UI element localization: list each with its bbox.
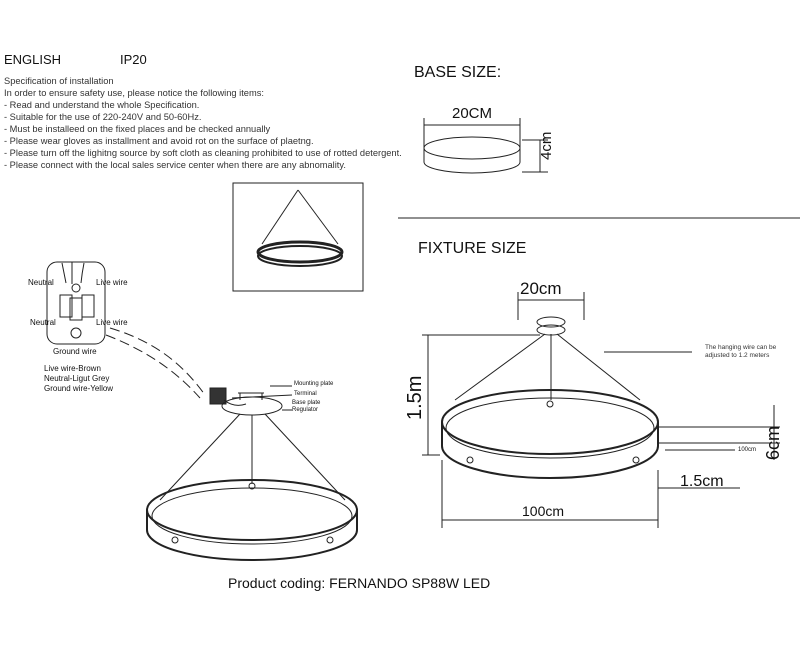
spec-item: - Please turn off the lighitng source by… (4, 148, 402, 158)
ring-depth: 1.5cm (680, 473, 724, 490)
legend-item: Live wire-Brown (44, 364, 101, 373)
spec-title: Specification of installation (4, 76, 114, 86)
fixture-size-title: FIXTURE SIZE (418, 240, 527, 257)
thumbnail-frame (232, 182, 364, 292)
spec-item: - Must be installeed on the fixed places… (4, 124, 271, 134)
product-coding: Product coding: FERNANDO SP88W LED (228, 575, 491, 591)
spec-intro: In order to ensure safety use, please no… (4, 88, 264, 98)
ring-height: 6cm (763, 425, 783, 460)
fixture-drawing (422, 292, 780, 528)
spec-item: - Read and understand the whole Specific… (4, 100, 200, 110)
installed-lamp-drawing (146, 385, 358, 561)
installation-spec: Specification of installation In order t… (4, 75, 402, 171)
spec-item: - Please wear gloves as installment and … (4, 136, 314, 146)
thumbnail-lamp (256, 189, 344, 267)
terminal-label: Terminal (294, 391, 317, 397)
ring-diameter: 100cm (522, 503, 565, 519)
base-size-title: BASE SIZE: (414, 64, 502, 81)
hanging-wire-note: The hanging wire can be adjusted to 1.2 … (705, 344, 777, 359)
ip-rating: IP20 (120, 52, 147, 67)
base-width: 20CM (452, 105, 493, 122)
wiring-terminal-diagram (46, 261, 206, 399)
mounting-plate-label: Mounting plate (294, 381, 334, 387)
spec-item: - Please connect with the local sales se… (4, 160, 346, 170)
language-label: ENGLISH (4, 52, 62, 67)
live-bottom-label: Live wire (96, 318, 128, 327)
neutral-top-label: Neutral (28, 278, 54, 287)
wire-color-legend: Live wire-Brown Neutral-Ligut Grey Groun… (44, 364, 113, 394)
legend-item: Neutral-Ligut Grey (44, 374, 110, 383)
legend-item: Ground wire-Yellow (44, 384, 114, 393)
neutral-bottom-label: Neutral (30, 318, 56, 327)
base-drawing (423, 118, 548, 174)
spec-item: - Suitable for the use of 220-240V and 5… (4, 112, 202, 122)
regulator-label: Regulator (292, 407, 319, 413)
live-top-label: Live wire (96, 278, 128, 287)
ground-wire-label: Ground wire (53, 347, 97, 356)
drop-length: 1.5m (404, 375, 426, 420)
base-plate-label: Base plate (292, 400, 321, 406)
base-height: 4cm (538, 131, 555, 160)
ring-small-label: 100cm (738, 447, 757, 453)
canopy-diameter: 20cm (520, 279, 562, 298)
